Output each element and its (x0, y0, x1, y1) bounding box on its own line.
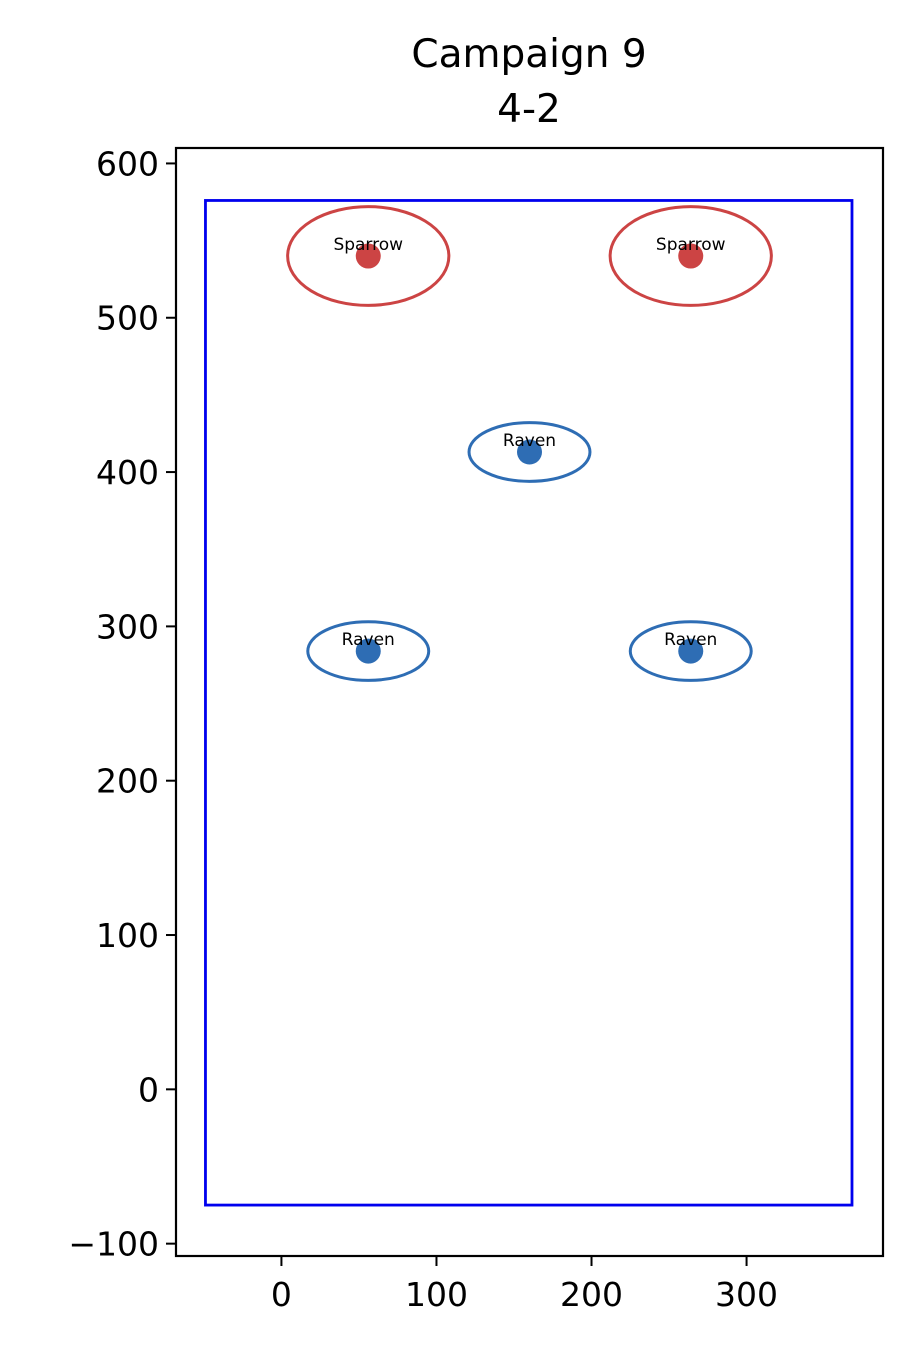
data-point-0 (355, 243, 381, 269)
point-label-2: Raven (503, 431, 556, 451)
y-tick-label-4: 300 (96, 607, 159, 646)
chart-title-line-1: Campaign 9 (411, 32, 646, 77)
x-tick-label-1: 100 (405, 1275, 468, 1314)
data-point-1 (678, 243, 704, 269)
x-tick-label-3: 300 (715, 1275, 778, 1314)
y-tick-label-6: 500 (96, 299, 159, 338)
boundary-rect (204, 199, 854, 1207)
point-label-4: Raven (664, 630, 717, 650)
chart-title-line-2: 4-2 (497, 87, 561, 132)
range-ellipse-0 (286, 205, 451, 307)
axes-frame (174, 146, 885, 1258)
point-label-1: Sparrow (656, 235, 726, 255)
y-tick-label-0: −100 (68, 1225, 159, 1264)
y-tick-label-7: 600 (96, 144, 159, 183)
x-tick-label-2: 200 (560, 1275, 623, 1314)
point-label-3: Raven (342, 630, 395, 650)
x-tick-label-0: 0 (271, 1275, 292, 1314)
y-tick-label-3: 200 (96, 762, 159, 801)
range-ellipse-1 (608, 205, 773, 307)
range-ellipse-2 (467, 421, 592, 483)
y-tick-label-5: 400 (96, 453, 159, 492)
y-tick-label-1: 0 (138, 1070, 159, 1109)
y-tick-label-2: 100 (96, 916, 159, 955)
range-ellipse-4 (628, 620, 753, 682)
point-label-0: Sparrow (333, 235, 403, 255)
axes: 0 100 200 300 −100 0 100 200 300 400 500 600 (68, 144, 885, 1314)
data-point-4 (678, 638, 704, 664)
data-point-2 (517, 439, 542, 465)
data-point-3 (355, 638, 381, 664)
range-ellipse-3 (306, 620, 431, 682)
